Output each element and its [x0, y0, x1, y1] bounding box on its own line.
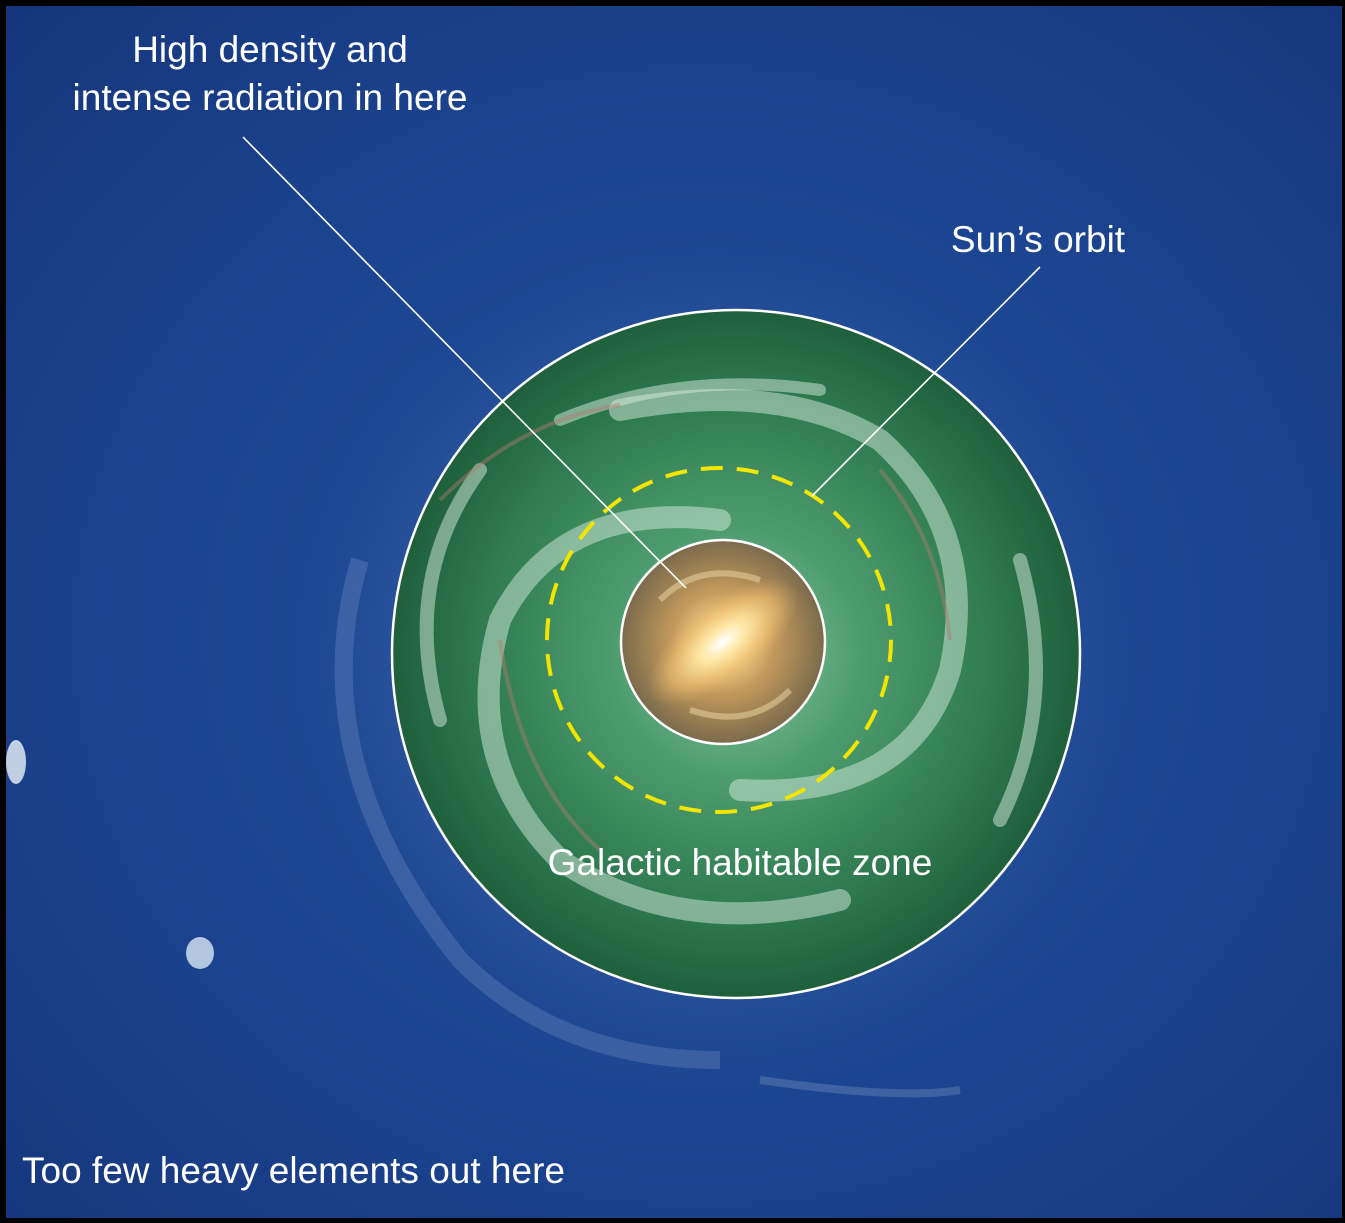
outer-region-label: Too few heavy elements out here: [22, 1150, 565, 1191]
core-outline: [619, 538, 827, 746]
satellite-galaxy-lower: [186, 937, 214, 969]
dust-lanes: [438, 403, 952, 852]
habitable-zone-label: Galactic habitable zone: [548, 842, 933, 883]
outer-wisp: [759, 1076, 961, 1098]
core-label-line2: intense radiation in here: [73, 77, 468, 118]
satellite-galaxy-left: [6, 740, 26, 784]
outer-spiral-arm: [334, 557, 721, 1069]
sun-orbit-label: Sun’s orbit: [951, 219, 1126, 260]
sun-orbit-path: [545, 466, 893, 814]
habitable-zone-outline: [390, 308, 1082, 1000]
core-spiral: [657, 570, 793, 720]
galactic-bulge: [647, 578, 799, 706]
core-leader-line: [242, 136, 687, 589]
core-label-line1: High density and: [132, 29, 408, 70]
orbit-leader-line: [811, 266, 1041, 497]
